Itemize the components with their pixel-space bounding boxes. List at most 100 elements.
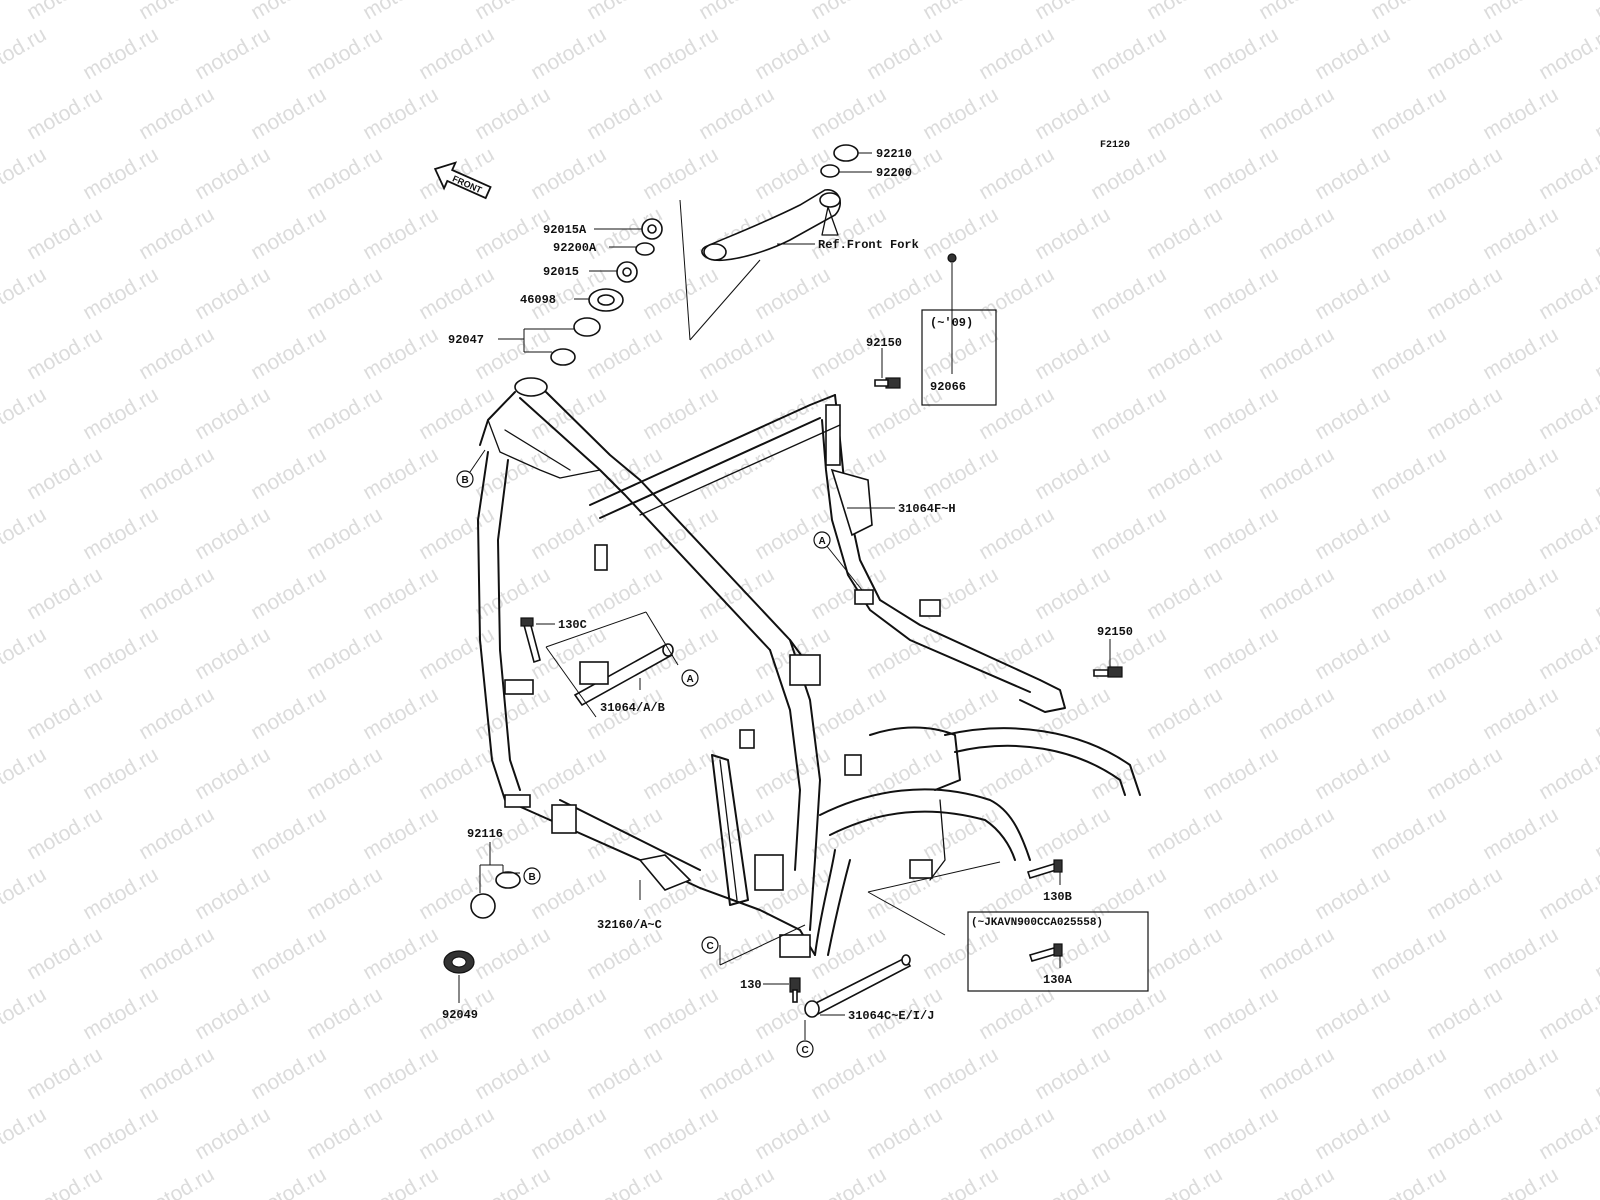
watermark-text: motod.ru [1367,803,1450,864]
leader-lines [458,152,1111,1040]
callouts: B A A B C C [456,449,831,1058]
watermark-text: motod.ru [695,1043,778,1104]
watermark-text: motod.ru [1087,23,1170,84]
watermark-text: motod.ru [1031,683,1114,744]
watermark-text: motod.ru [1143,323,1226,384]
watermark-text: motod.ru [359,323,442,384]
label-92066: 92066 [930,380,966,394]
watermark-text: motod.ru [975,263,1058,324]
watermark-text: motod.ru [247,443,330,504]
watermark-text: motod.ru [751,23,834,84]
watermark-text: motod.ru [1199,863,1282,924]
watermark-text: motod.ru [415,743,498,804]
watermark-text: motod.ru [807,683,890,744]
watermark-text: motod.ru [1367,83,1450,144]
watermark-text: motod.ru [415,1103,498,1164]
watermark-text: motod.ru [1591,443,1600,504]
watermark-text: motod.ru [0,983,50,1044]
watermark-text: motod.ru [359,683,442,744]
washer-92200-icon [820,164,840,178]
callout-a-right: A [813,531,831,549]
watermark-text: motod.ru [79,503,162,564]
frame-drawing [477,377,1141,958]
label-92116: 92116 [467,827,503,841]
watermark-text: motod.ru [1087,983,1170,1044]
watermark-text: motod.ru [583,1043,666,1104]
watermark-text: motod.ru [135,803,218,864]
watermark-text: motod.ru [1031,443,1114,504]
watermark-text: motod.ru [1199,503,1282,564]
watermark-text: motod.ru [1311,1103,1394,1164]
watermark-text: motod.ru [807,803,890,864]
label-92150-right: 92150 [1097,625,1133,639]
watermark-text: motod.ru [1367,203,1450,264]
watermark-text: motod.ru [695,0,778,24]
watermark-text: motod.ru [807,323,890,384]
watermark-text: motod.ru [1311,263,1394,324]
watermark-text: motod.ru [1535,623,1600,684]
figure-code: F2120 [1100,140,1130,151]
watermark-text: motod.ru [1367,1043,1450,1104]
svg-text:A: A [687,674,694,685]
washer-92066-icon [947,253,957,263]
rear-tab [909,859,933,879]
watermark-text: motod.ru [1199,383,1282,444]
watermark-text: motod.ru [303,503,386,564]
watermark-text: motod.ru [1479,443,1562,504]
watermark-text: motod.ru [695,683,778,744]
watermark-text: motod.ru [0,863,50,924]
watermark-text: motod.ru [135,323,218,384]
watermark-text: motod.ru [1423,143,1506,204]
watermark-text: motod.ru [639,263,722,324]
watermark-text: motod.ru [471,203,554,264]
watermark-text: motod.ru [527,743,610,804]
bolt-130C-icon [523,620,541,664]
watermark-text: motod.ru [1591,83,1600,144]
watermark-text: motod.ru [1311,23,1394,84]
watermark-text: motod.ru [415,503,498,564]
watermark-text: motod.ru [975,1103,1058,1164]
watermark-text: motod.ru [1199,743,1282,804]
watermark-text: motod.ru [191,743,274,804]
watermark-text: motod.ru [79,623,162,684]
watermark-text: motod.ru [247,1043,330,1104]
watermark-text: motod.ru [527,983,610,1044]
watermark-text: motod.ru [1367,923,1450,984]
watermark-text: motod.ru [639,983,722,1044]
watermark-text: motod.ru [1199,263,1282,324]
watermark-text: motod.ru [1199,143,1282,204]
watermark-text: motod.ru [0,623,50,684]
svg-text:C: C [802,1045,809,1056]
watermark-text: motod.ru [1199,23,1282,84]
watermark-text: motod.ru [79,143,162,204]
watermark-text: motod.ru [135,683,218,744]
watermark-text: motod.ru [23,323,106,384]
watermark-text: motod.ru [1535,863,1600,924]
watermark-text: motod.ru [0,23,50,84]
watermark-text: motod.ru [919,1043,1002,1104]
race-92047-lower-icon [550,348,576,366]
steering-head-tube [514,377,548,397]
race-92116-icon [495,871,521,889]
watermark-text: motod.ru [751,263,834,324]
watermark-text: motod.ru [695,923,778,984]
watermark-text: motod.ru [1199,1103,1282,1164]
callout-a-left: A [681,669,699,687]
watermark-text: motod.ru [247,563,330,624]
part-labels: 92210 92200 92015A 92200A 92015 46098 92… [442,147,1133,1023]
rail-tab [919,599,941,617]
watermark-text: motod.ru [919,0,1002,24]
stand-bracket [638,854,692,891]
watermark-text: motod.ru [863,23,946,84]
watermark-text: motod.ru [1143,683,1226,744]
watermark-text: motod.ru [79,983,162,1044]
watermark-text: motod.ru [639,1103,722,1164]
watermark-text: motod.ru [191,263,274,324]
watermark-text: motod.ru [639,383,722,444]
watermark-text: motod.ru [359,203,442,264]
watermark-text: motod.ru [751,743,834,804]
right-upper-bracket [825,404,841,466]
watermark-text: motod.ru [191,143,274,204]
